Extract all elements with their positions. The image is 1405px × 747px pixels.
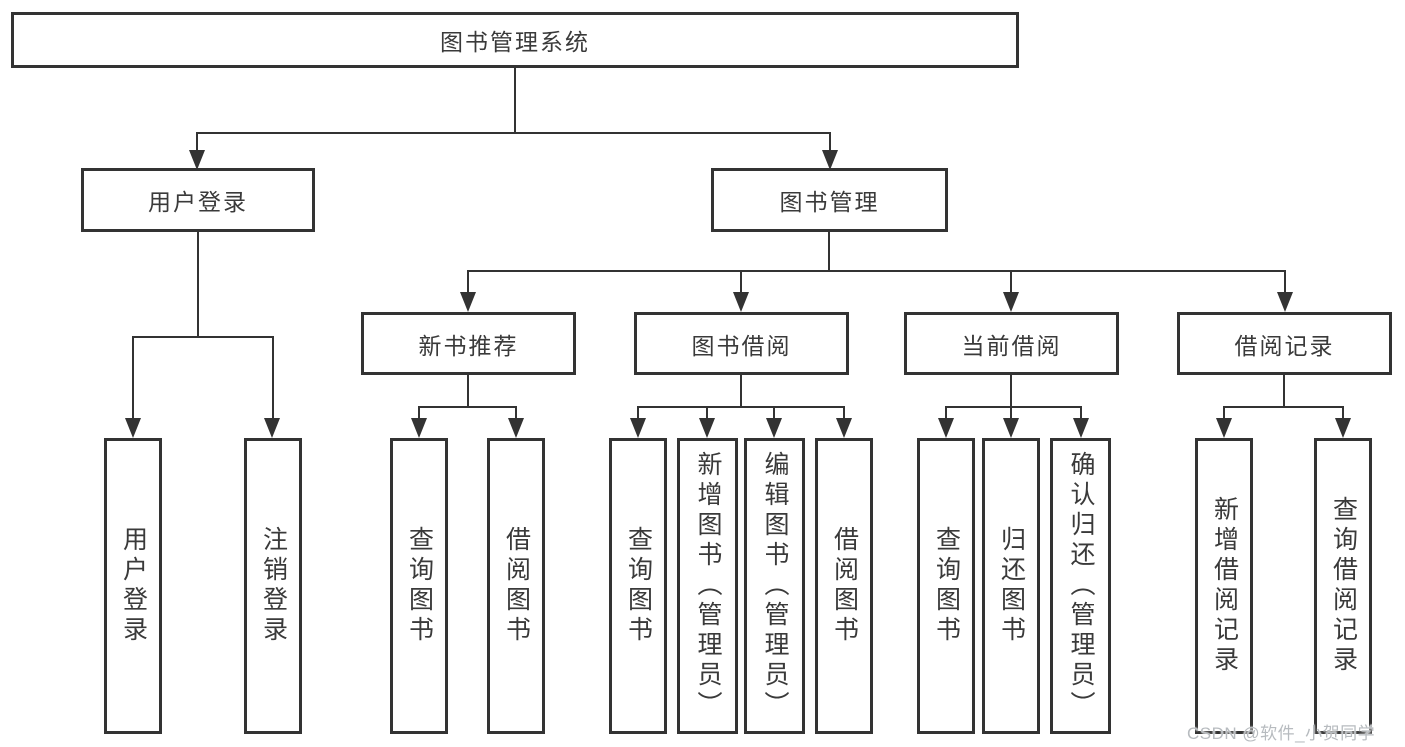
connector-line [1223,406,1344,408]
arrow-down-icon [1335,418,1351,438]
arrow-down-icon [125,418,141,438]
node-book-management: 图书管理 [711,168,948,232]
leaf-br-add-record-label: 新增借阅记录 [1210,496,1239,676]
connector-line [828,232,830,272]
connector-line [196,132,831,134]
leaf-br-query-record: 查询借阅记录 [1314,438,1372,734]
connector-line [467,270,1286,272]
leaf-bb-add-books-admin: 新增图书（管理员） [677,438,738,734]
arrow-down-icon [733,292,749,312]
arrow-down-icon [836,418,852,438]
arrow-down-icon [264,418,280,438]
node-root: 图书管理系统 [11,12,1019,68]
connector-line [467,375,469,407]
node-book-borrow: 图书借阅 [634,312,849,375]
connector-line [418,406,420,419]
node-new-book-recommend-label: 新书推荐 [418,332,519,359]
leaf-bb-edit-books-admin-label: 编辑图书（管理员） [761,451,789,721]
arrow-down-icon [1216,418,1232,438]
leaf-bb-borrow-books: 借阅图书 [815,438,873,734]
arrow-down-icon [189,150,205,170]
node-root-label: 图书管理系统 [440,29,590,55]
leaf-nb-borrow-books-label: 借阅图书 [502,526,531,646]
node-new-book-recommend: 新书推荐 [361,312,576,375]
connector-line [1010,406,1012,419]
connector-line [740,270,742,295]
leaf-bb-add-books-admin-label: 新增图书（管理员） [694,451,722,721]
connector-line [515,406,517,419]
connector-line [637,406,845,408]
connector-line [272,336,274,419]
arrow-down-icon [699,418,715,438]
arrow-down-icon [1003,292,1019,312]
connector-line [418,406,517,408]
arrow-down-icon [508,418,524,438]
connector-line [132,336,274,338]
connector-line [1284,270,1286,295]
leaf-user-login-label: 用户登录 [119,526,148,646]
leaf-cb-query-books: 查询图书 [917,438,975,734]
connector-line [1010,270,1012,295]
leaf-cb-return-books-label: 归还图书 [997,526,1026,646]
arrow-down-icon [1073,418,1089,438]
leaf-nb-query-books-label: 查询图书 [405,526,434,646]
arrow-down-icon [630,418,646,438]
leaf-cb-query-books-label: 查询图书 [932,526,961,646]
node-borrow-records: 借阅记录 [1177,312,1392,375]
leaf-br-add-record: 新增借阅记录 [1195,438,1253,734]
leaf-bb-edit-books-admin: 编辑图书（管理员） [744,438,805,734]
node-current-borrow-label: 当前借阅 [961,332,1062,359]
arrow-down-icon [1003,418,1019,438]
leaf-nb-query-books: 查询图书 [390,438,448,734]
connector-line [514,68,516,133]
connector-line [637,406,639,419]
leaf-cb-confirm-return-admin: 确认归还（管理员） [1050,438,1111,734]
arrow-down-icon [822,150,838,170]
connector-line [1283,375,1285,407]
connector-line [740,375,742,407]
leaf-bb-query-books-label: 查询图书 [624,526,653,646]
leaf-cb-return-books: 归还图书 [982,438,1040,734]
leaf-logout-label: 注销登录 [259,526,288,646]
node-user-login-label: 用户登录 [148,189,248,215]
connector-line [467,270,469,295]
connector-line [945,406,1082,408]
connector-line [706,406,708,419]
leaf-user-login: 用户登录 [104,438,162,734]
node-borrow-records-label: 借阅记录 [1234,332,1335,359]
arrow-down-icon [460,292,476,312]
node-book-management-label: 图书管理 [779,189,880,215]
connector-line [1080,406,1082,419]
connector-line [773,406,775,419]
connector-line [843,406,845,419]
connector-line [945,406,947,419]
leaf-logout: 注销登录 [244,438,302,734]
connector-line [197,232,199,337]
connector-line [829,132,831,154]
node-user-login: 用户登录 [81,168,315,232]
connector-line [132,336,134,419]
arrow-down-icon [766,418,782,438]
leaf-bb-query-books: 查询图书 [609,438,667,734]
connector-line [1342,406,1344,419]
leaf-bb-borrow-books-label: 借阅图书 [830,526,859,646]
node-book-borrow-label: 图书借阅 [691,332,792,359]
connector-line [1223,406,1225,419]
arrow-down-icon [411,418,427,438]
connector-line [196,132,198,154]
leaf-br-query-record-label: 查询借阅记录 [1329,496,1358,676]
csdn-watermark: CSDN @软件_小贺同学 [1187,724,1376,743]
node-current-borrow: 当前借阅 [904,312,1119,375]
leaf-cb-confirm-return-admin-label: 确认归还（管理员） [1067,451,1095,721]
connector-line [1010,375,1012,407]
leaf-nb-borrow-books: 借阅图书 [487,438,545,734]
arrow-down-icon [938,418,954,438]
arrow-down-icon [1277,292,1293,312]
